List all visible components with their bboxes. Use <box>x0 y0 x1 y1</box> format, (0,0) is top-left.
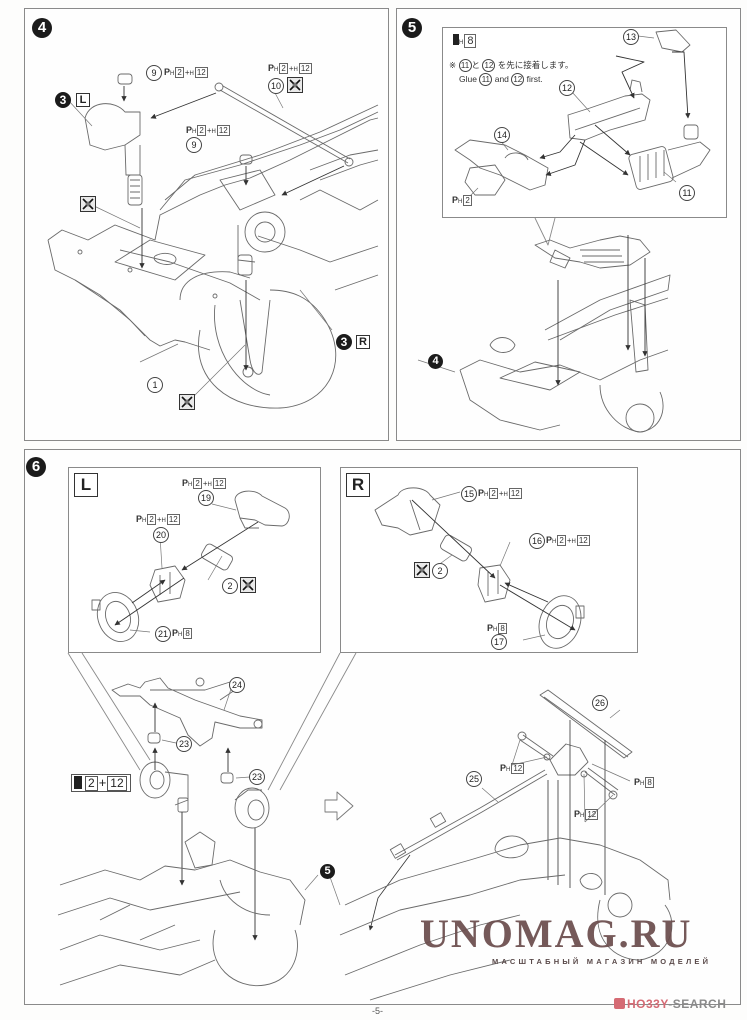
step-4-number: 4 <box>32 18 52 38</box>
part-number-1: 1 <box>147 377 163 393</box>
unomag-watermark-subtitle: МАСШТАБНЫЙ МАГАЗИН МОДЕЛЕЙ <box>492 957 712 966</box>
side-left-badge: L <box>74 473 98 497</box>
page-number: -5- <box>372 1006 383 1016</box>
step-4-callout: 4 <box>428 354 443 369</box>
part-number-13: 13 <box>623 29 639 45</box>
instruction-note-en: Glue 11 and 12 first. <box>459 73 543 86</box>
part-number-19: 19 <box>198 490 214 506</box>
part-number-10: 10 <box>268 78 284 94</box>
part-number-23: 23 <box>249 769 265 785</box>
part-number-12: 12 <box>559 80 575 96</box>
step-6-left-detail-box <box>68 467 321 653</box>
no-sanding-icon <box>240 577 256 593</box>
part-number-9: 9 <box>146 65 162 81</box>
part-number-16: 16 <box>529 533 545 549</box>
part-number-24: 24 <box>229 677 245 693</box>
part-number-15: 15 <box>461 486 477 502</box>
side-right-badge: R <box>346 473 370 497</box>
step-5-callout: 5 <box>320 864 335 879</box>
no-sanding-icon <box>287 77 303 93</box>
step-5-number: 5 <box>402 18 422 38</box>
part-number-21: 21 <box>155 626 171 642</box>
paint-code-label-large: 2+12 <box>71 774 131 792</box>
hobby-search-logo-icon <box>614 998 625 1009</box>
part-number-26: 26 <box>592 695 608 711</box>
part-number-2: 2 <box>432 563 448 579</box>
paint-icon <box>74 776 82 789</box>
no-sanding-icon <box>414 562 430 578</box>
part-number-20: 20 <box>153 527 169 543</box>
step-3-callout-right: 3 <box>336 334 352 350</box>
part-number-11: 11 <box>679 185 695 201</box>
part-number-14: 14 <box>494 127 510 143</box>
no-sanding-icon <box>179 394 195 410</box>
hobby-search-logo: HO33Y-SEARCH <box>614 997 726 1011</box>
step-3-callout-left: 3 <box>55 92 71 108</box>
no-sanding-icon <box>80 196 96 212</box>
paint-icon <box>453 34 459 45</box>
part-number-9: 9 <box>186 137 202 153</box>
side-right-badge: R <box>356 335 370 349</box>
part-number-17: 17 <box>491 634 507 650</box>
part-number-23: 23 <box>176 736 192 752</box>
side-left-badge: L <box>76 93 90 107</box>
part-number-25: 25 <box>466 771 482 787</box>
unomag-watermark: UNOMAG.RU <box>420 911 693 956</box>
part-number-2: 2 <box>222 578 238 594</box>
step-6-number: 6 <box>26 457 46 477</box>
